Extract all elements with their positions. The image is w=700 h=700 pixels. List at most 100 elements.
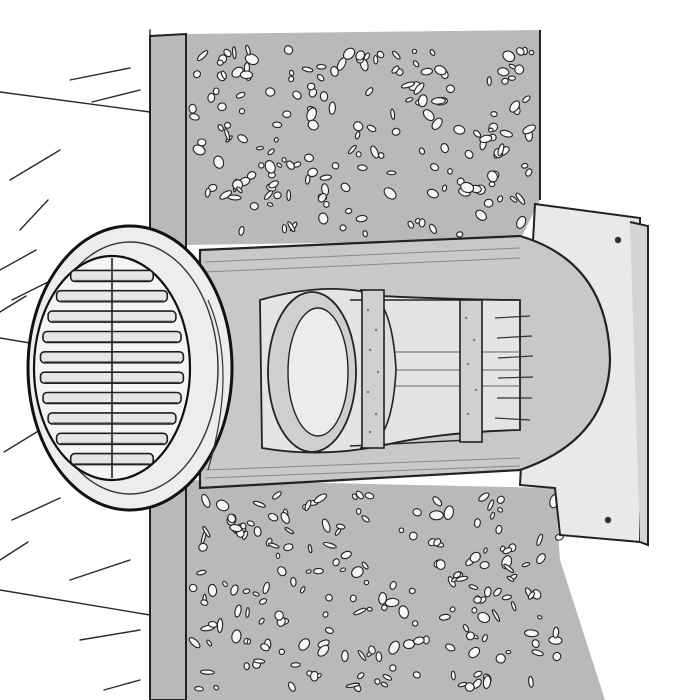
- insulation-pebble: [501, 594, 512, 601]
- insulation-pebble: [217, 124, 224, 132]
- insulation-pebble: [497, 143, 505, 157]
- insulation-pebble: [422, 109, 435, 122]
- insulation-pebble: [231, 629, 242, 644]
- insulation-pebble: [408, 587, 416, 595]
- insulation-pebble: [341, 649, 349, 663]
- insulation-pebble: [201, 493, 211, 508]
- insulation-pebble: [418, 218, 426, 228]
- insulation-pebble: [255, 146, 265, 151]
- insulation-pebble: [278, 648, 286, 656]
- insulation-pebble: [216, 59, 224, 66]
- insulation-pebble: [239, 70, 254, 80]
- insulation-pebble: [528, 675, 534, 688]
- insulation-pebble: [506, 575, 515, 582]
- insulation-pebble: [390, 108, 396, 120]
- insulation-pebble: [407, 220, 415, 229]
- insulation-pebble: [288, 69, 295, 77]
- insulation-pebble: [484, 586, 492, 598]
- insulation-pebble: [516, 215, 527, 229]
- insulation-pebble: [377, 152, 385, 159]
- insulation-pebble: [366, 606, 373, 612]
- insulation-pebble: [493, 587, 502, 597]
- insulation-pebble: [284, 527, 295, 535]
- insulation-pebble: [438, 613, 451, 621]
- insulation-pebble: [411, 620, 419, 627]
- round-louvered-grille: [26, 224, 234, 512]
- insulation-pebble: [505, 649, 512, 655]
- insulation-pebble: [192, 70, 202, 79]
- insulation-pebble: [344, 207, 353, 215]
- insulation-pebble: [207, 92, 216, 103]
- insulation-pebble: [456, 231, 464, 238]
- insulation-pebble: [288, 75, 295, 83]
- telescopic-duct: [198, 234, 612, 490]
- insulation-pebble: [389, 580, 397, 590]
- insulation-pebble: [199, 669, 215, 675]
- insulation-pebble: [274, 610, 284, 621]
- insulation-pebble: [479, 134, 493, 144]
- insulation-pebble: [434, 65, 447, 76]
- insulation-pebble: [243, 662, 250, 671]
- insulation-pebble: [522, 124, 536, 135]
- insulation-pebble: [462, 624, 470, 633]
- insulation-pebble: [398, 605, 410, 619]
- insulation-pebble: [487, 499, 495, 511]
- insulation-pebble: [524, 629, 539, 638]
- insulation-pebble: [213, 155, 225, 169]
- insulation-pebble: [445, 643, 456, 652]
- insulation-pebble: [363, 579, 370, 586]
- insulation-pebble: [321, 518, 331, 533]
- insulation-pebble: [411, 48, 418, 55]
- insulation-pebble: [515, 47, 525, 56]
- insulation-pebble: [222, 580, 228, 588]
- insulation-pebble: [238, 108, 246, 115]
- insulation-pebble: [304, 174, 311, 185]
- insulation-pebble: [212, 87, 220, 96]
- insulation-pebble: [520, 162, 529, 169]
- insulation-pebble: [420, 67, 434, 76]
- insulation-pebble: [400, 81, 416, 89]
- insulation-pebble: [382, 674, 393, 681]
- insulation-pebble: [501, 77, 509, 85]
- insulation-pebble: [213, 684, 220, 691]
- insulation-pebble: [316, 63, 327, 70]
- insulation-pebble: [286, 160, 295, 170]
- insulation-pebble: [305, 569, 312, 574]
- insulation-pebble: [481, 634, 488, 643]
- insulation-pebble: [324, 627, 334, 634]
- insulation-pebble: [499, 129, 513, 138]
- insulation-pebble: [347, 144, 357, 155]
- insulation-pebble: [299, 586, 306, 594]
- insulation-pebble: [489, 511, 496, 520]
- insulation-pebble: [357, 649, 367, 661]
- insulation-pebble: [263, 190, 274, 201]
- insulation-pebble: [417, 94, 428, 108]
- insulation-pebble: [336, 523, 346, 530]
- insulation-pebble: [455, 575, 469, 582]
- insulation-pebble: [283, 543, 294, 552]
- insulation-pebble: [536, 553, 546, 565]
- insulation-pebble: [224, 128, 231, 141]
- insulation-pebble: [443, 505, 454, 520]
- insulation-pebble: [246, 520, 255, 527]
- insulation-pebble: [286, 189, 292, 202]
- insulation-pebble: [478, 492, 490, 502]
- insulation-pebble: [496, 495, 505, 504]
- insulation-pebble: [317, 192, 327, 203]
- insulation-pebble: [362, 230, 368, 238]
- insulation-pebble: [366, 124, 377, 133]
- insulation-pebble: [475, 209, 487, 221]
- insulation-pebble: [486, 76, 492, 87]
- insulation-pebble: [287, 681, 296, 692]
- insulation-pebble: [391, 50, 401, 60]
- insulation-pebble: [497, 195, 504, 203]
- insulation-pebble: [268, 180, 279, 189]
- insulation-pebble: [262, 581, 270, 595]
- insulation-pebble: [200, 599, 209, 606]
- insulation-pebble: [207, 583, 218, 597]
- insulation-pebble: [330, 66, 339, 77]
- insulation-pebble: [339, 224, 347, 232]
- insulation-pebble: [253, 658, 266, 664]
- insulation-pebble: [464, 682, 475, 692]
